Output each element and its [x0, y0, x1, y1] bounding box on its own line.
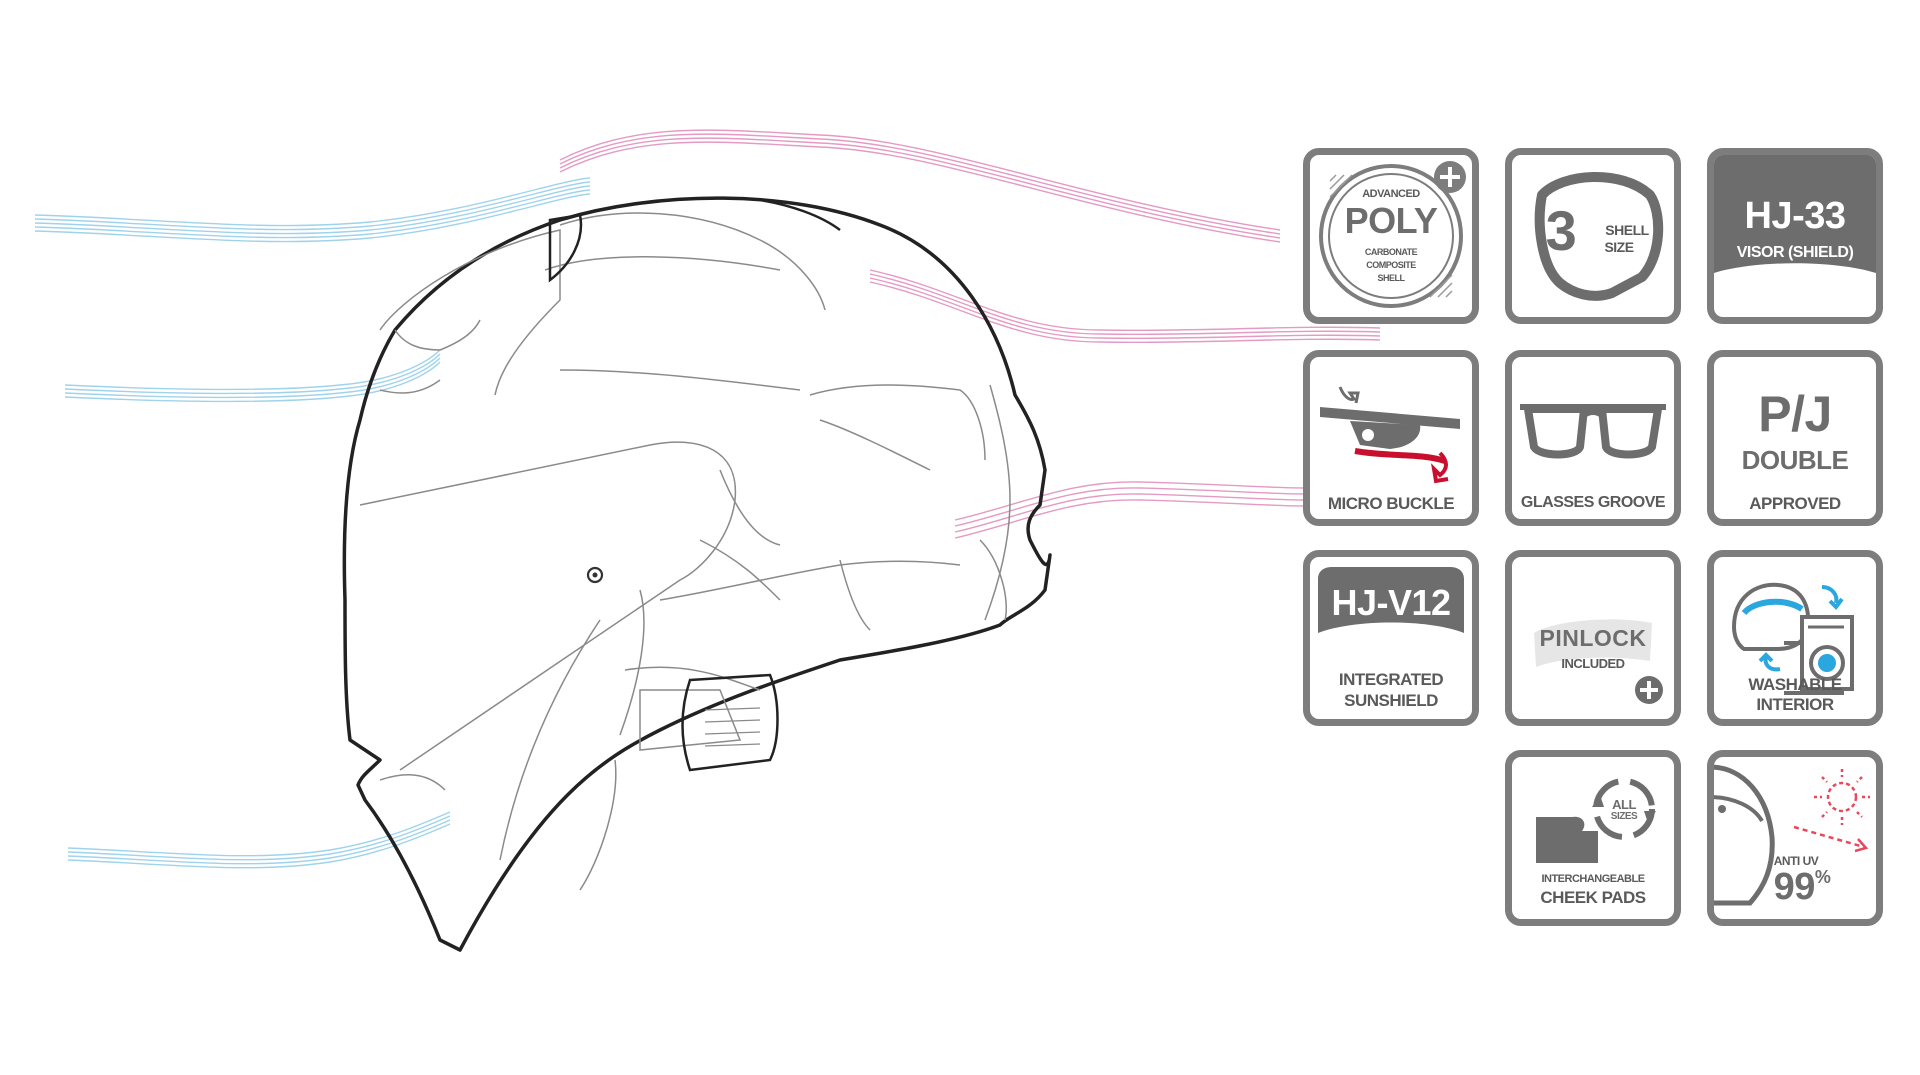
glasses-icon [1520, 404, 1666, 459]
visor-model: HJ-33 [1744, 195, 1847, 237]
poly-badge-icon [1319, 161, 1466, 308]
poly-top-label: ADVANCED [1362, 188, 1420, 200]
feature-washable-interior: WASHABLE INTERIOR [1707, 550, 1883, 726]
top-vent [548, 213, 583, 283]
cheek-pad-icon [1536, 778, 1656, 863]
micro-buckle-icon [1320, 386, 1460, 484]
helmet-shell-outline [342, 196, 1052, 952]
sunshield-line-2: SUNSHIELD [1344, 691, 1438, 710]
poly-line-2: COMPOSITE [1366, 260, 1416, 270]
visor-sub: VISOR (SHIELD) [1736, 244, 1854, 261]
pinlock-sub: INCLUDED [1561, 656, 1625, 671]
airflow-lines-blue [34, 177, 591, 869]
cheek-badge-1: ALL [1612, 797, 1636, 812]
feature-sunshield: HJ-V12 INTEGRATED SUNSHIELD [1303, 550, 1479, 726]
sun-icon [1714, 764, 1870, 906]
feature-icon-grid: ADVANCED POLY CARBONATE COMPOSITE SHELL … [1303, 148, 1893, 938]
uv-percent-unit: % [1814, 867, 1831, 887]
shell-count: 3 [1545, 199, 1577, 262]
pj-big: P/J [1758, 386, 1832, 442]
glasses-label: GLASSES GROOVE [1520, 494, 1666, 511]
feature-glasses-groove: GLASSES GROOVE [1505, 350, 1681, 526]
pj-mid: DOUBLE [1741, 445, 1849, 475]
washable-line-2: INTERIOR [1756, 695, 1834, 714]
uv-percent-value: 99% [1752, 868, 1852, 906]
sunshield-line-1: INTEGRATED [1338, 670, 1444, 689]
washing-machine-icon [1731, 582, 1854, 695]
pinlock-insert-icon [1534, 619, 1663, 704]
poly-line-1: CARBONATE [1364, 247, 1418, 257]
feature-pinlock: PINLOCK INCLUDED [1505, 550, 1681, 726]
comm-unit [681, 673, 779, 772]
shell-line-1: SHELL [1605, 222, 1649, 238]
chin-vent-lines [704, 707, 761, 747]
uv-percent-number: 99 [1773, 866, 1816, 908]
poly-big-label: POLY [1344, 200, 1438, 241]
feature-poly-shell: ADVANCED POLY CARBONATE COMPOSITE SHELL [1303, 148, 1479, 324]
shell-outline-icon [1534, 172, 1664, 301]
pinlock-title: PINLOCK [1539, 625, 1647, 651]
cheek-line-1: INTERCHANGEABLE [1541, 873, 1645, 885]
pj-label: APPROVED [1749, 494, 1841, 513]
sunshield-model: HJ-V12 [1331, 582, 1451, 623]
feature-visor: HJ-33 VISOR (SHIELD) [1707, 148, 1883, 324]
cheek-badge-2: SIZES [1610, 811, 1638, 822]
feature-anti-uv: ANTI UV 99% [1707, 750, 1883, 926]
uv-small-label: ANTI UV [1773, 854, 1819, 868]
poly-line-3: SHELL [1377, 273, 1405, 283]
washable-line-1: WASHABLE [1748, 675, 1842, 694]
micro-buckle-label: MICRO BUCKLE [1327, 494, 1455, 513]
feature-shell-size: 3 SHELL SIZE [1505, 148, 1681, 324]
shell-line-2: SIZE [1604, 239, 1634, 255]
feature-cheek-pads: ALL SIZES INTERCHANGEABLE CHEEK PADS [1505, 750, 1681, 926]
feature-micro-buckle: MICRO BUCKLE [1303, 350, 1479, 526]
cheek-line-2: CHEEK PADS [1540, 888, 1646, 907]
sunshield-icon [1318, 567, 1464, 633]
helmet-panel-lines [359, 212, 1011, 891]
visor-icon [1714, 155, 1876, 273]
airflow-lines-pink [559, 129, 1381, 539]
feature-pj-approved: P/J DOUBLE APPROVED [1707, 350, 1883, 526]
